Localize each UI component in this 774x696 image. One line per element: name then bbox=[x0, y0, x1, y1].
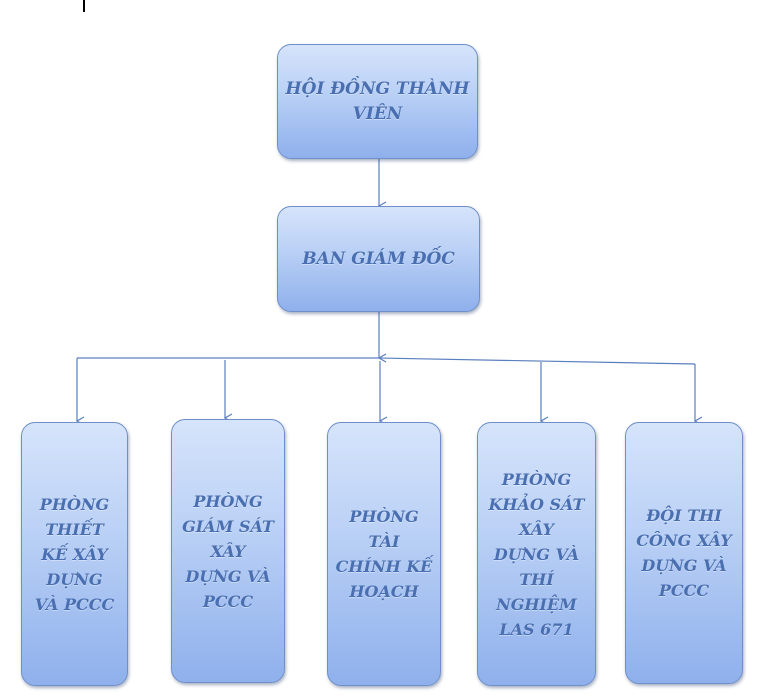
node-design: PHÒNG THIẾT KẾ XÂY DỰNG VÀ PCCC bbox=[21, 422, 128, 686]
node-council-label: HỘI ĐỒNG THÀNH VIÊN bbox=[285, 78, 470, 124]
node-finance: PHÒNG TÀI CHÍNH KẾ HOẠCH bbox=[327, 422, 441, 686]
node-construction-label: ĐỘI THI CÔNG XÂY DỰNG VÀ PCCC bbox=[636, 506, 732, 600]
node-survey: PHÒNG KHẢO SÁT XÂY DỰNG VÀ THÍ NGHIỆM LA… bbox=[477, 422, 596, 686]
connector-bus bbox=[77, 357, 696, 365]
node-design-label: PHÒNG THIẾT KẾ XÂY DỰNG VÀ PCCC bbox=[34, 494, 115, 614]
node-construction: ĐỘI THI CÔNG XÂY DỰNG VÀ PCCC bbox=[625, 422, 743, 684]
node-survey-label: PHÒNG KHẢO SÁT XÂY DỰNG VÀ THÍ NGHIỆM LA… bbox=[488, 469, 585, 639]
text-cursor bbox=[83, 0, 85, 12]
node-supervision: PHÒNG GIÁM SÁT XÂY DỰNG VÀ PCCC bbox=[171, 419, 285, 683]
node-finance-label: PHÒNG TÀI CHÍNH KẾ HOẠCH bbox=[335, 507, 433, 601]
node-supervision-label: PHÒNG GIÁM SÁT XÂY DỰNG VÀ PCCC bbox=[182, 491, 274, 611]
node-board-label: BAN GIÁM ĐỐC bbox=[302, 248, 455, 269]
node-board: BAN GIÁM ĐỐC bbox=[277, 206, 480, 312]
node-council: HỘI ĐỒNG THÀNH VIÊN bbox=[277, 44, 478, 159]
